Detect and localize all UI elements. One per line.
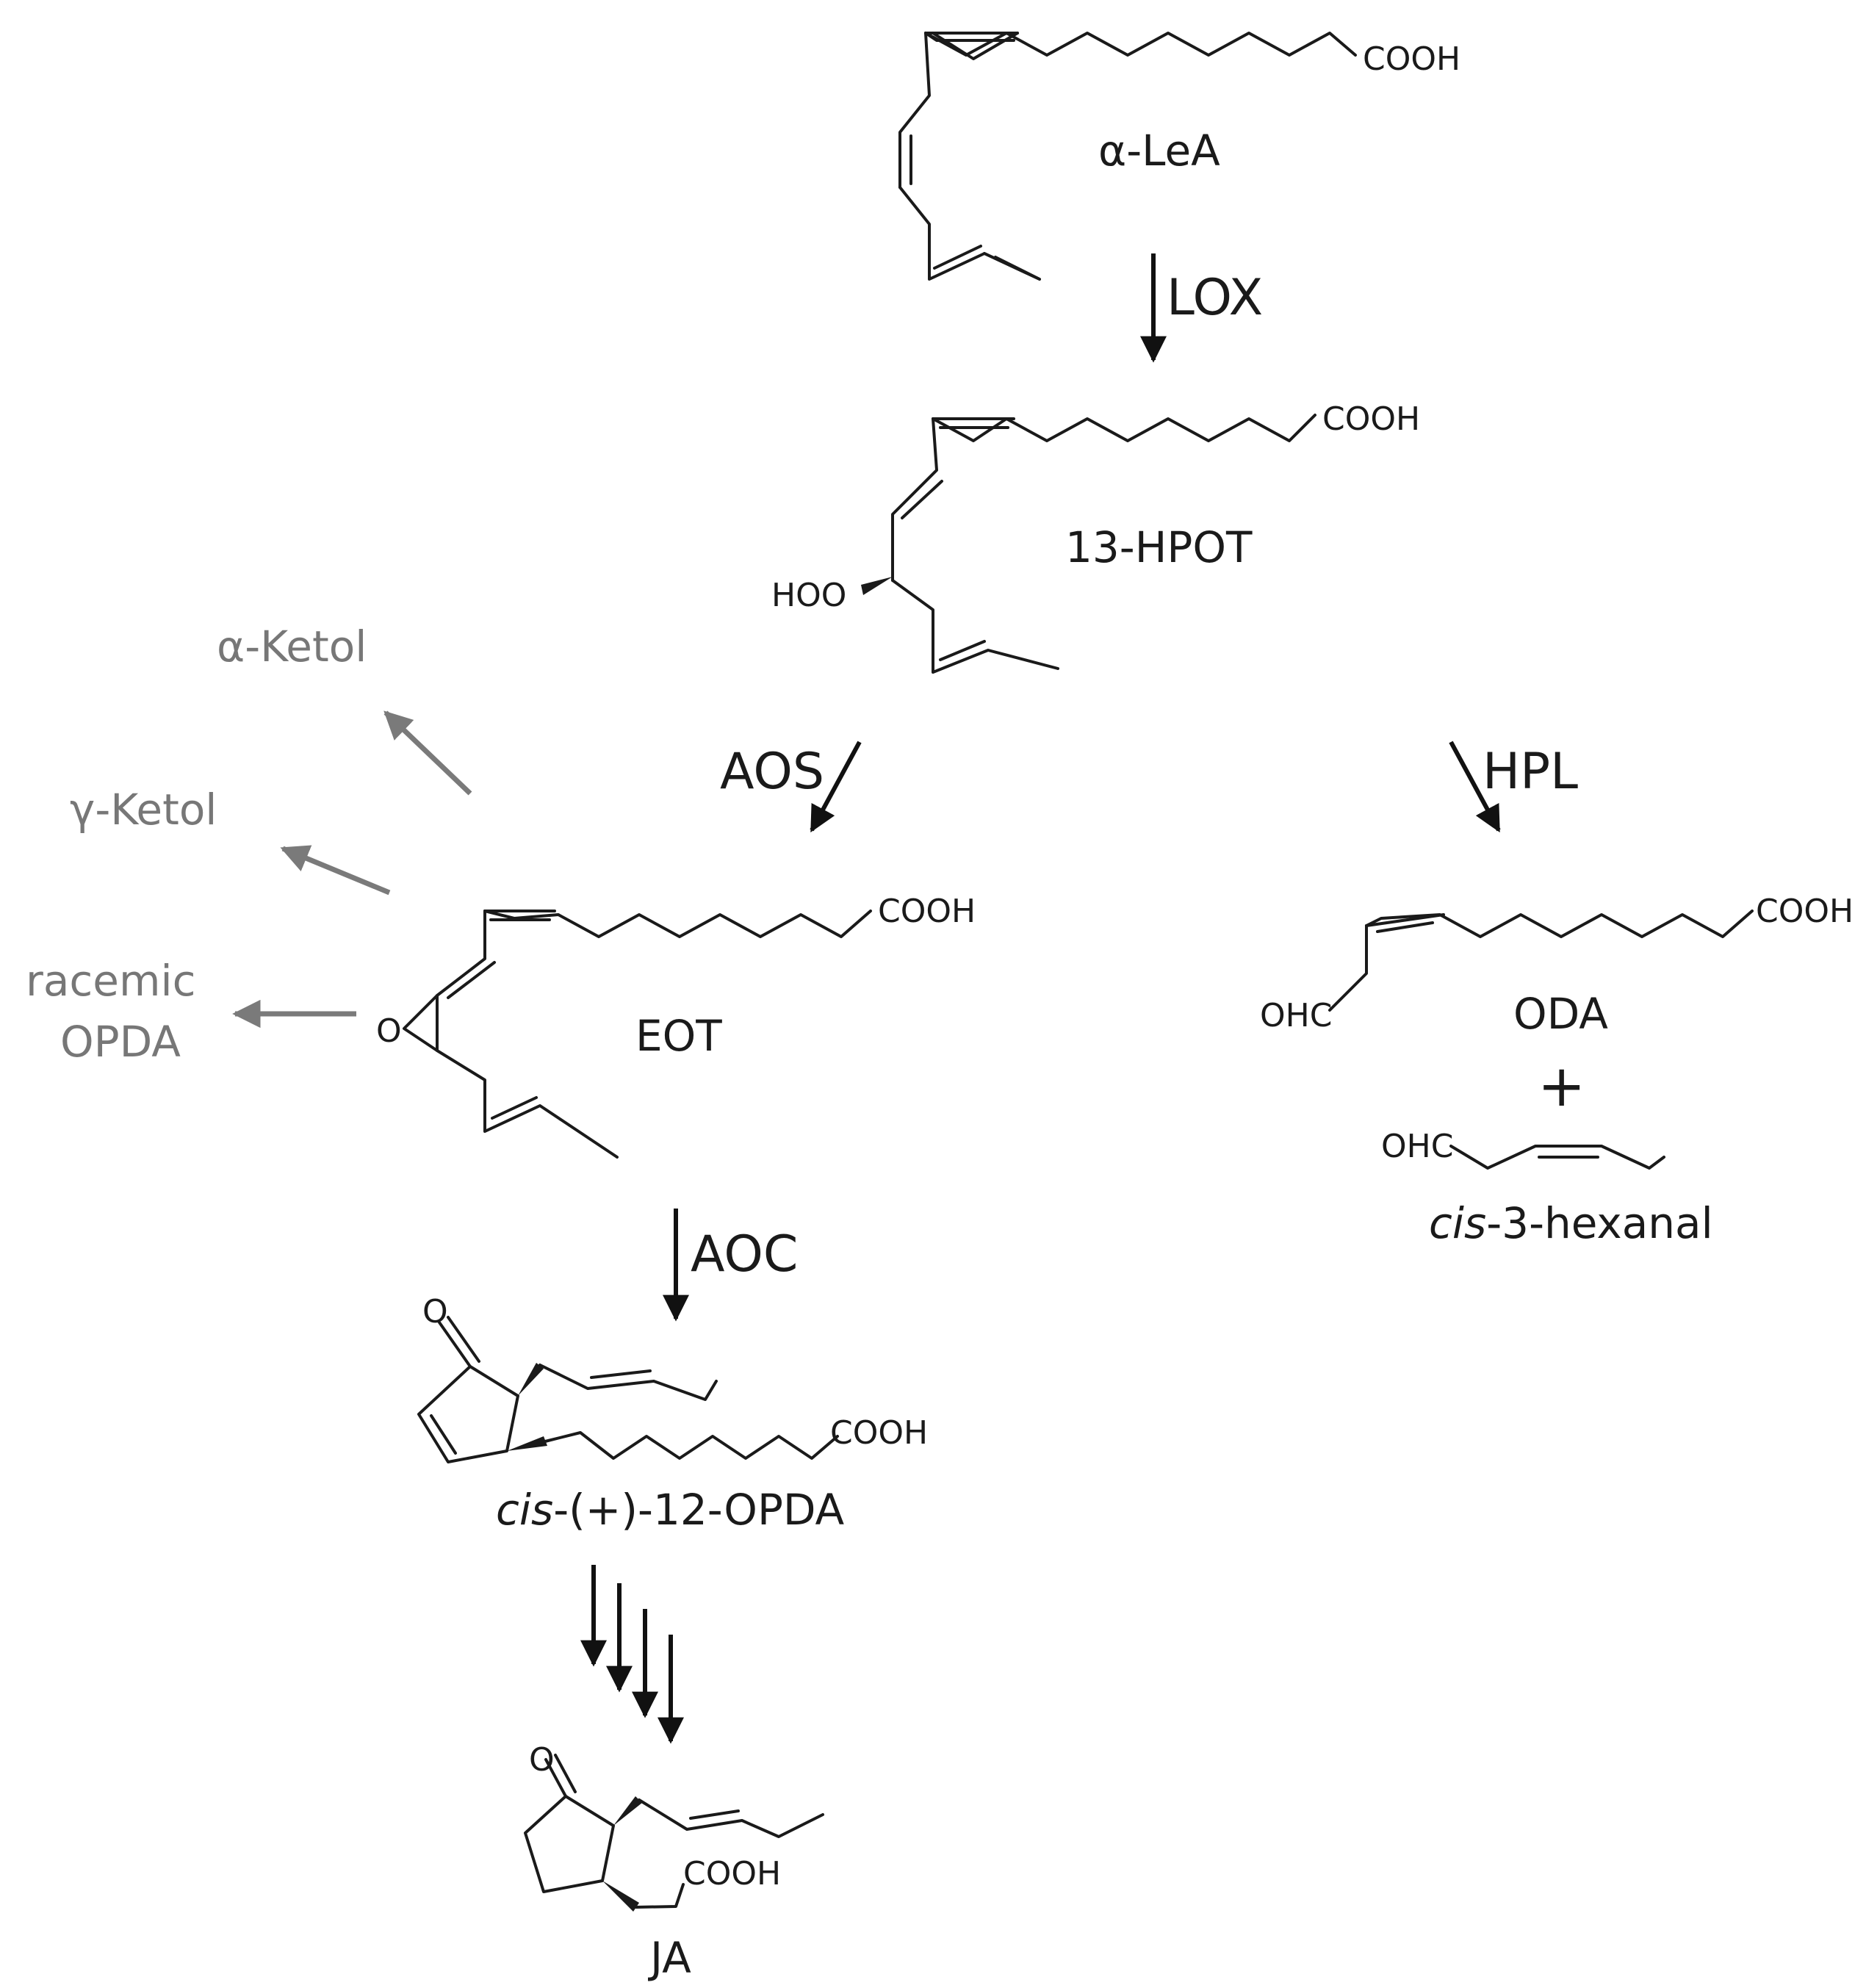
opda-structure: O COOH cis-(+)-12-OPDA — [417, 1293, 928, 1535]
hexanal-prefix: cis — [1429, 1198, 1486, 1248]
hexanal-suffix: -3-hexanal — [1486, 1198, 1712, 1248]
hpl-label: HPL — [1483, 743, 1578, 801]
hpl-arrow — [1449, 741, 1501, 833]
alea-structure: COOH α-LeA — [898, 32, 1460, 281]
eot-oxygen: O — [376, 1012, 402, 1050]
multi-step-arrows — [580, 1565, 684, 1744]
opda-label: OPDA — [60, 1017, 181, 1067]
ja-oxo: O — [529, 1741, 555, 1779]
ja-cooh: COOH — [683, 1855, 781, 1892]
aoc-label: AOC — [691, 1225, 798, 1283]
aoc-step: AOC — [663, 1209, 798, 1322]
ja-label: JA — [648, 1933, 691, 1983]
lox-step: LOX — [1140, 253, 1263, 363]
racemic-label: racemic — [26, 956, 195, 1006]
opda-cooh: COOH — [830, 1414, 928, 1452]
hpot-hoo: HOO — [771, 577, 846, 614]
aos-label: AOS — [720, 743, 824, 801]
eot-cooh: COOH — [878, 893, 976, 930]
alpha-ketol-label: α-Ketol — [217, 622, 367, 671]
eot-structure: COOH O EOT — [376, 893, 976, 1159]
opda-oxo: O — [422, 1293, 448, 1330]
aos-step: AOS — [720, 741, 862, 833]
hexanal-structure: OHC cis-3-hexanal — [1381, 1128, 1713, 1248]
opda-label: cis-(+)-12-OPDA — [496, 1485, 845, 1535]
oda-ohc: OHC — [1260, 997, 1332, 1034]
lox-label: LOX — [1167, 269, 1263, 327]
side-branches: α-Ketol γ-Ketol racemic OPDA — [26, 622, 472, 1067]
ja-structure: O COOH JA — [524, 1741, 824, 1983]
hexanal-label: cis-3-hexanal — [1429, 1198, 1713, 1248]
alea-label: α-LeA — [1098, 126, 1220, 176]
hexanal-ohc: OHC — [1381, 1128, 1453, 1165]
alea-cooh: COOH — [1363, 40, 1460, 78]
hpl-step: HPL — [1449, 741, 1578, 833]
oda-label: ODA — [1513, 989, 1608, 1039]
oda-structure: COOH OHC ODA — [1260, 893, 1854, 1039]
gamma-ketol-arrow — [280, 845, 391, 896]
aos-arrow — [810, 741, 862, 833]
alpha-ketol-arrow — [383, 710, 472, 796]
oda-cooh: COOH — [1756, 893, 1854, 930]
hpot-structure: COOH HOO 13-HPOT — [771, 400, 1420, 674]
gamma-ketol-label: γ-Ketol — [70, 785, 217, 835]
opda-suffix: -(+)-12-OPDA — [553, 1485, 844, 1535]
hpot-label: 13-HPOT — [1065, 522, 1253, 572]
eot-label: EOT — [635, 1011, 722, 1061]
hpot-cooh: COOH — [1322, 400, 1420, 438]
opda-prefix: cis — [496, 1485, 553, 1535]
plus-sign: + — [1538, 1054, 1585, 1120]
